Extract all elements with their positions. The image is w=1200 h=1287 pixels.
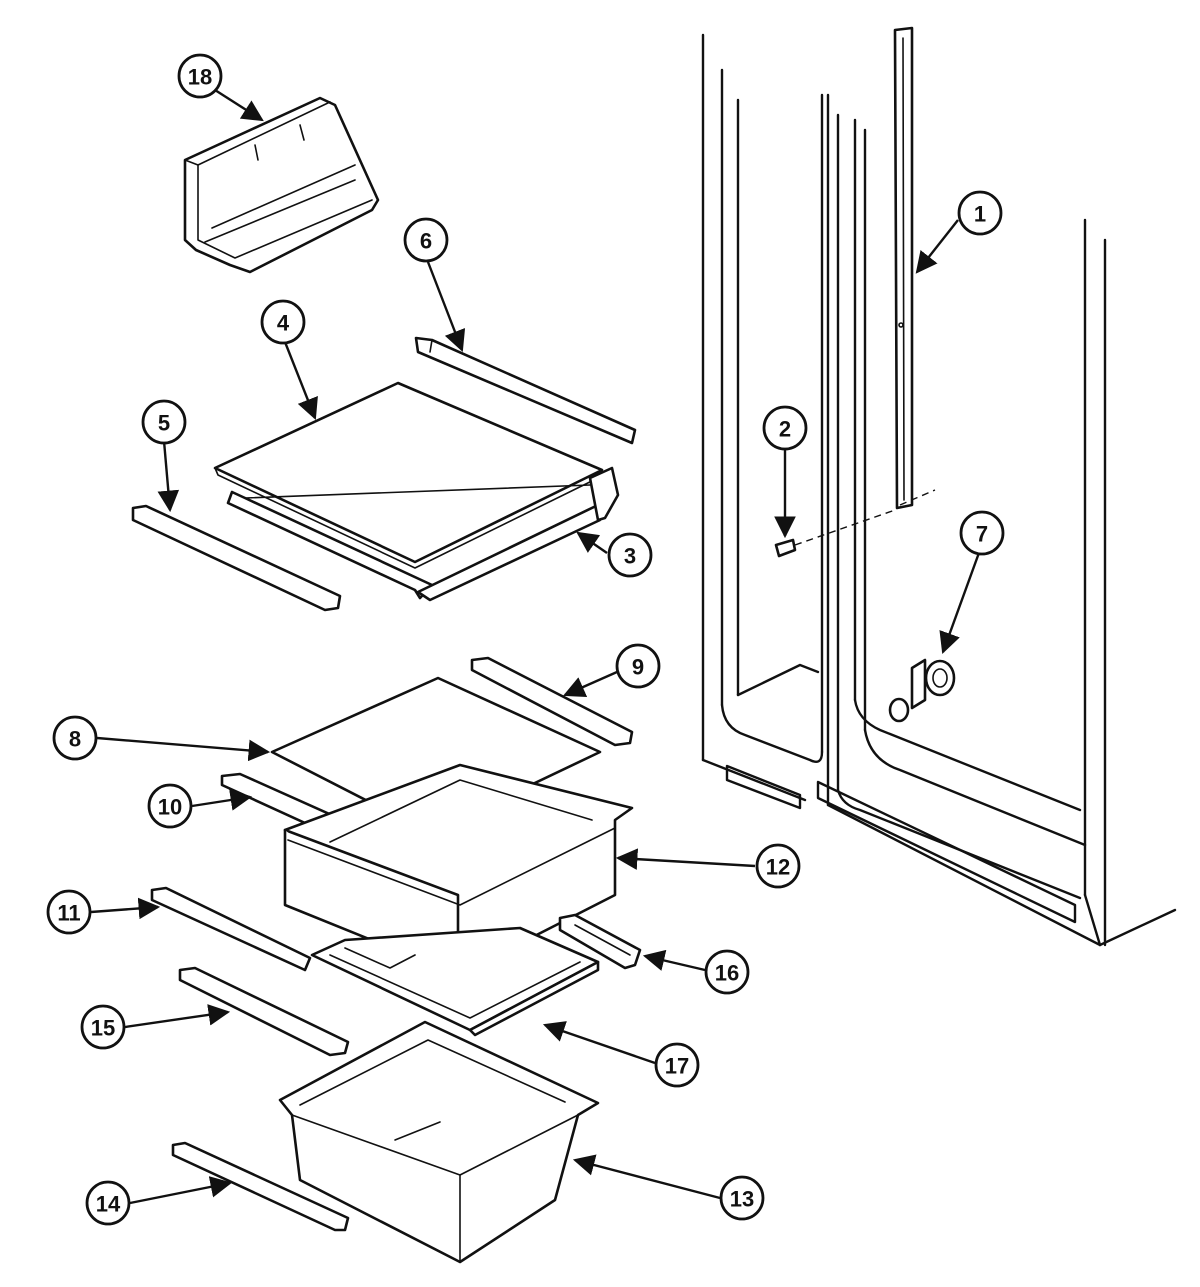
callout-label: 4 xyxy=(277,311,290,336)
leader-lines xyxy=(90,88,982,1205)
callout-1: 1 xyxy=(957,190,1003,236)
callout-label: 18 xyxy=(188,65,212,90)
callout-14: 14 xyxy=(85,1180,131,1226)
callout-label: 6 xyxy=(420,229,432,254)
callout-13: 13 xyxy=(719,1175,765,1221)
callout-label: 7 xyxy=(976,522,988,547)
callout-9: 9 xyxy=(615,643,661,689)
callout-18: 18 xyxy=(177,53,223,99)
part-control-knob xyxy=(888,658,956,723)
callout-5: 5 xyxy=(141,399,187,445)
part-rail-15 xyxy=(178,966,350,1057)
callout-15: 15 xyxy=(80,1004,126,1050)
part-shelf-frame xyxy=(226,466,620,602)
part-rear-rail xyxy=(414,336,637,445)
callout-label: 1 xyxy=(974,202,986,227)
part-lower-crisper xyxy=(278,1020,600,1264)
callout-label: 5 xyxy=(158,411,170,436)
callout-label: 16 xyxy=(715,961,739,986)
callout-3: 3 xyxy=(607,532,653,578)
callout-16: 16 xyxy=(704,949,750,995)
callout-label: 3 xyxy=(624,544,636,569)
callout-12: 12 xyxy=(755,843,801,889)
callout-11: 11 xyxy=(46,889,92,935)
callout-17: 17 xyxy=(654,1042,700,1088)
callout-7: 7 xyxy=(959,510,1005,556)
callout-4: 4 xyxy=(260,299,306,345)
callout-label: 9 xyxy=(632,655,644,680)
part-rail-right xyxy=(470,656,634,747)
callout-label: 2 xyxy=(779,417,791,442)
callout-label: 13 xyxy=(730,1187,754,1212)
callout-label: 14 xyxy=(96,1192,121,1217)
part-rail-14 xyxy=(171,1141,350,1232)
callout-label: 10 xyxy=(158,795,182,820)
part-dairy-bracket xyxy=(183,96,380,274)
callout-label: 15 xyxy=(91,1016,115,1041)
callout-10: 10 xyxy=(147,783,193,829)
callout-label: 8 xyxy=(69,727,81,752)
callout-6: 6 xyxy=(403,217,449,263)
part-rail-16 xyxy=(558,913,642,970)
part-front-rail xyxy=(131,504,342,612)
callout-label: 11 xyxy=(57,901,80,926)
callout-label: 12 xyxy=(766,855,790,880)
callout-8: 8 xyxy=(52,715,98,761)
cabinet-liner xyxy=(701,33,1177,947)
callout-label: 17 xyxy=(665,1054,689,1079)
callout-2: 2 xyxy=(762,405,808,451)
part-screw xyxy=(774,489,936,558)
part-crisper-frame xyxy=(310,926,600,1037)
part-rail xyxy=(893,26,914,510)
